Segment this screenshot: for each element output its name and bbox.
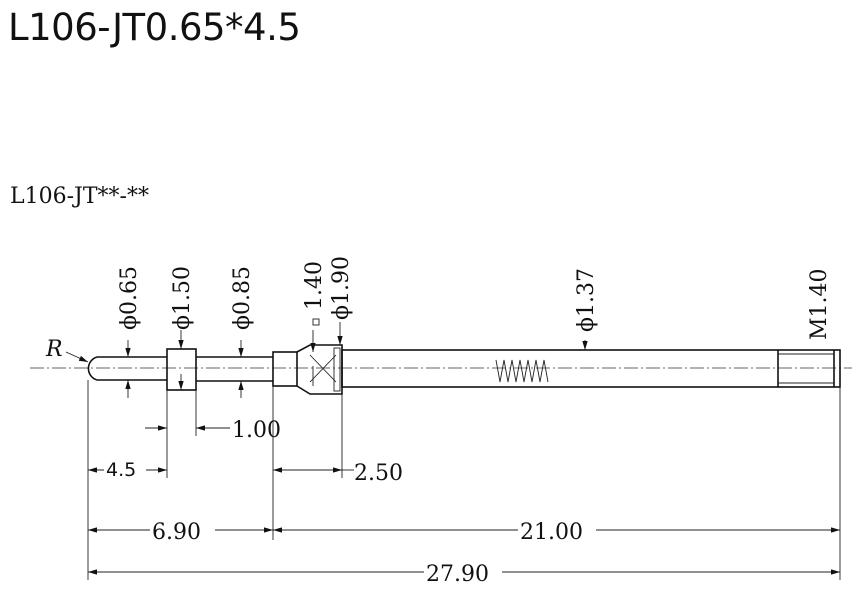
dim-step-diameter: 1.40 [302,261,327,310]
dim-tip-diameter: ϕ0.65 [117,266,142,330]
dim-shaft-diameter: ϕ0.85 [230,266,255,330]
product-title: L106-JT0.65*4.5 [8,6,301,49]
dim-barrel-diameter: ϕ1.90 [329,256,354,320]
dim-plunger-length: 6.90 [152,520,201,545]
dim-barrel-length: 2.50 [354,461,403,486]
model-code: L106-JT**-** [10,184,149,209]
dim-collar-length: 1.00 [232,418,281,443]
dim-tube-diameter: ϕ1.37 [574,268,599,332]
spring-icon [495,359,549,383]
dim-collar-diameter: ϕ1.50 [170,266,195,330]
radius-label: R [45,337,63,362]
plunger [87,344,343,395]
barrel-tube [341,349,841,388]
dim-tip-length: 4.5 [106,459,136,481]
dim-thread: M1.40 [807,268,832,340]
dim-tube-length: 21.00 [520,520,583,545]
dim-total-length: 27.90 [426,562,489,587]
